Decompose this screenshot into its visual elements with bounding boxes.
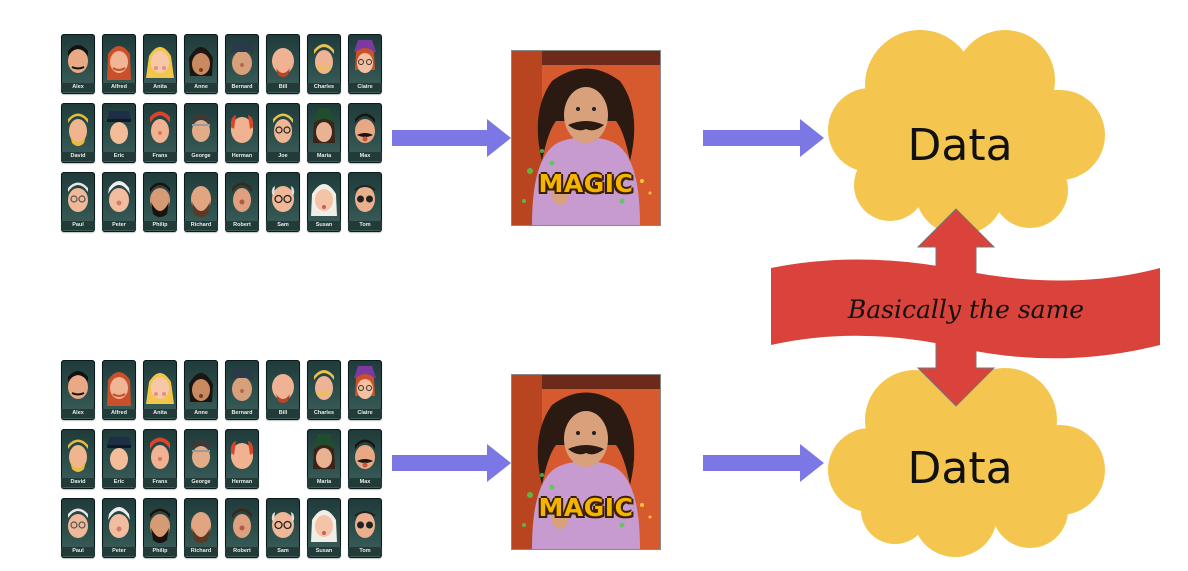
- character-card-bernard: Bernard: [225, 34, 259, 94]
- character-card-philip: Philip: [143, 172, 177, 232]
- character-card-susan: Susan: [307, 172, 341, 232]
- character-card-eric: Eric: [102, 103, 136, 163]
- character-card-anita: Anita: [143, 360, 177, 420]
- character-card-claire: Claire: [348, 34, 382, 94]
- arrow-magic-to-data-top: [703, 119, 824, 157]
- bottom-character-board: Alex Alfred Anita Anne Bernard Bill Char…: [61, 360, 382, 558]
- cloud-top-label: Data: [907, 120, 1012, 171]
- magic-image-bottom: MAGIC: [511, 374, 661, 550]
- character-card-alfred: Alfred: [102, 34, 136, 94]
- character-card-herman: Herman: [225, 103, 259, 163]
- character-card-herman: Herman: [225, 429, 259, 489]
- double-arrow: [916, 208, 996, 407]
- character-card-charles: Charles: [307, 360, 341, 420]
- cloud-bottom-label: Data: [907, 443, 1012, 494]
- character-card-claire: Claire: [348, 360, 382, 420]
- banner: [771, 259, 1160, 359]
- character-card-bill: Bill: [266, 34, 300, 94]
- magic-caption: MAGIC: [538, 493, 634, 522]
- character-card-george: George: [184, 103, 218, 163]
- arrow-magic-to-data-bottom: [703, 444, 824, 482]
- character-card-david: David: [61, 103, 95, 163]
- character-card-robert: Robert: [225, 172, 259, 232]
- character-card-joe: Joe: [266, 103, 300, 163]
- character-card-susan: Susan: [307, 498, 341, 558]
- character-card-anne: Anne: [184, 360, 218, 420]
- character-card-bernard: Bernard: [225, 360, 259, 420]
- character-card-max: Max: [348, 429, 382, 489]
- character-card-removed: [266, 429, 300, 489]
- character-card-alex: Alex: [61, 34, 95, 94]
- character-card-eric: Eric: [102, 429, 136, 489]
- character-card-frans: Frans: [143, 103, 177, 163]
- arrow-board-to-magic-top: [392, 119, 511, 157]
- magic-image-top: MAGIC: [511, 50, 661, 226]
- character-card-richard: Richard: [184, 498, 218, 558]
- magic-caption: MAGIC: [538, 169, 634, 198]
- character-card-sam: Sam: [266, 172, 300, 232]
- arrow-board-to-magic-bottom: [392, 444, 511, 482]
- character-card-alex: Alex: [61, 360, 95, 420]
- character-card-max: Max: [348, 103, 382, 163]
- character-card-george: George: [184, 429, 218, 489]
- cloud-bottom: [828, 368, 1105, 557]
- character-card-robert: Robert: [225, 498, 259, 558]
- character-card-alfred: Alfred: [102, 360, 136, 420]
- character-card-frans: Frans: [143, 429, 177, 489]
- character-card-bill: Bill: [266, 360, 300, 420]
- cloud-top: [828, 30, 1105, 235]
- character-card-tom: Tom: [348, 172, 382, 232]
- banner-label: Basically the same: [847, 295, 1084, 324]
- character-card-paul: Paul: [61, 498, 95, 558]
- character-card-tom: Tom: [348, 498, 382, 558]
- character-card-richard: Richard: [184, 172, 218, 232]
- character-card-philip: Philip: [143, 498, 177, 558]
- character-card-david: David: [61, 429, 95, 489]
- character-card-sam: Sam: [266, 498, 300, 558]
- character-card-charles: Charles: [307, 34, 341, 94]
- character-card-maria: Maria: [307, 103, 341, 163]
- character-card-anne: Anne: [184, 34, 218, 94]
- character-card-paul: Paul: [61, 172, 95, 232]
- character-card-maria: Maria: [307, 429, 341, 489]
- character-card-peter: Peter: [102, 498, 136, 558]
- top-character-board: Alex Alfred Anita Anne Bernard Bill Char…: [61, 34, 382, 232]
- character-card-peter: Peter: [102, 172, 136, 232]
- character-card-anita: Anita: [143, 34, 177, 94]
